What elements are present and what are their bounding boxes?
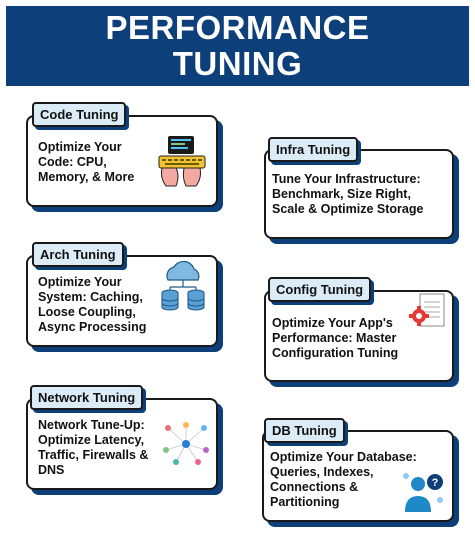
db-tuning-text: Optimize Your Database: Queries, Indexes…	[270, 450, 417, 510]
title-line-2: TUNING	[172, 45, 303, 82]
hands-keyboard-icon	[158, 136, 206, 187]
text-line: Traffic, Firewalls &	[38, 448, 149, 462]
person-question-icon: ?	[403, 473, 443, 512]
cloud-database-icon	[161, 260, 205, 311]
tag-network-tuning: Network Tuning	[30, 385, 144, 410]
text-line: Benchmark, Size Right,	[272, 187, 411, 201]
tag-arch-tuning: Arch Tuning	[32, 242, 124, 267]
text-line: Async Processing	[38, 320, 147, 334]
text-line: Loose Coupling,	[38, 305, 136, 319]
text-line: DNS	[38, 463, 65, 477]
title-banner: PERFORMANCE TUNING	[6, 6, 469, 86]
gear-document-icon	[409, 293, 445, 327]
text-line: Network Tune-Up:	[38, 418, 145, 432]
tag-config-tuning: Config Tuning	[268, 277, 372, 302]
text-line: Optimize Your App's	[272, 316, 393, 330]
network-tuning-text: Network Tune-Up: Optimize Latency, Traff…	[38, 418, 148, 478]
text-line: Optimize Your	[38, 275, 122, 289]
text-line: Connections &	[270, 480, 359, 494]
tag-code-tuning: Code Tuning	[32, 102, 127, 127]
text-line: Queries, Indexes,	[270, 465, 374, 479]
text-line: Scale & Optimize Storage	[272, 202, 424, 216]
code-tuning-text: Optimize Your Code: CPU, Memory, & More	[38, 140, 134, 185]
svg-text:?: ?	[432, 477, 439, 489]
text-line: Performance: Master	[272, 331, 397, 345]
text-line: Code: CPU,	[38, 155, 107, 169]
text-line: Memory, & More	[38, 170, 135, 184]
tag-db-tuning: DB Tuning	[264, 418, 345, 443]
tag-infra-tuning: Infra Tuning	[268, 137, 359, 162]
people-network-icon	[163, 422, 209, 465]
card-db-tuning	[262, 430, 454, 522]
card-infra-tuning	[264, 149, 454, 239]
text-line: Partitioning	[270, 495, 340, 509]
text-line: Tune Your Infrastructure:	[272, 172, 421, 186]
text-line: Optimize Latency,	[38, 433, 145, 447]
config-tuning-text: Optimize Your App's Performance: Master …	[272, 316, 398, 361]
text-line: Optimize Your Database:	[270, 450, 417, 464]
infra-tuning-text: Tune Your Infrastructure: Benchmark, Siz…	[272, 172, 423, 217]
text-line: Configuration Tuning	[272, 346, 399, 360]
text-line: System: Caching,	[38, 290, 143, 304]
arch-tuning-text: Optimize Your System: Caching, Loose Cou…	[38, 275, 146, 335]
title-line-1: PERFORMANCE	[105, 9, 370, 46]
text-line: Optimize Your	[38, 140, 122, 154]
